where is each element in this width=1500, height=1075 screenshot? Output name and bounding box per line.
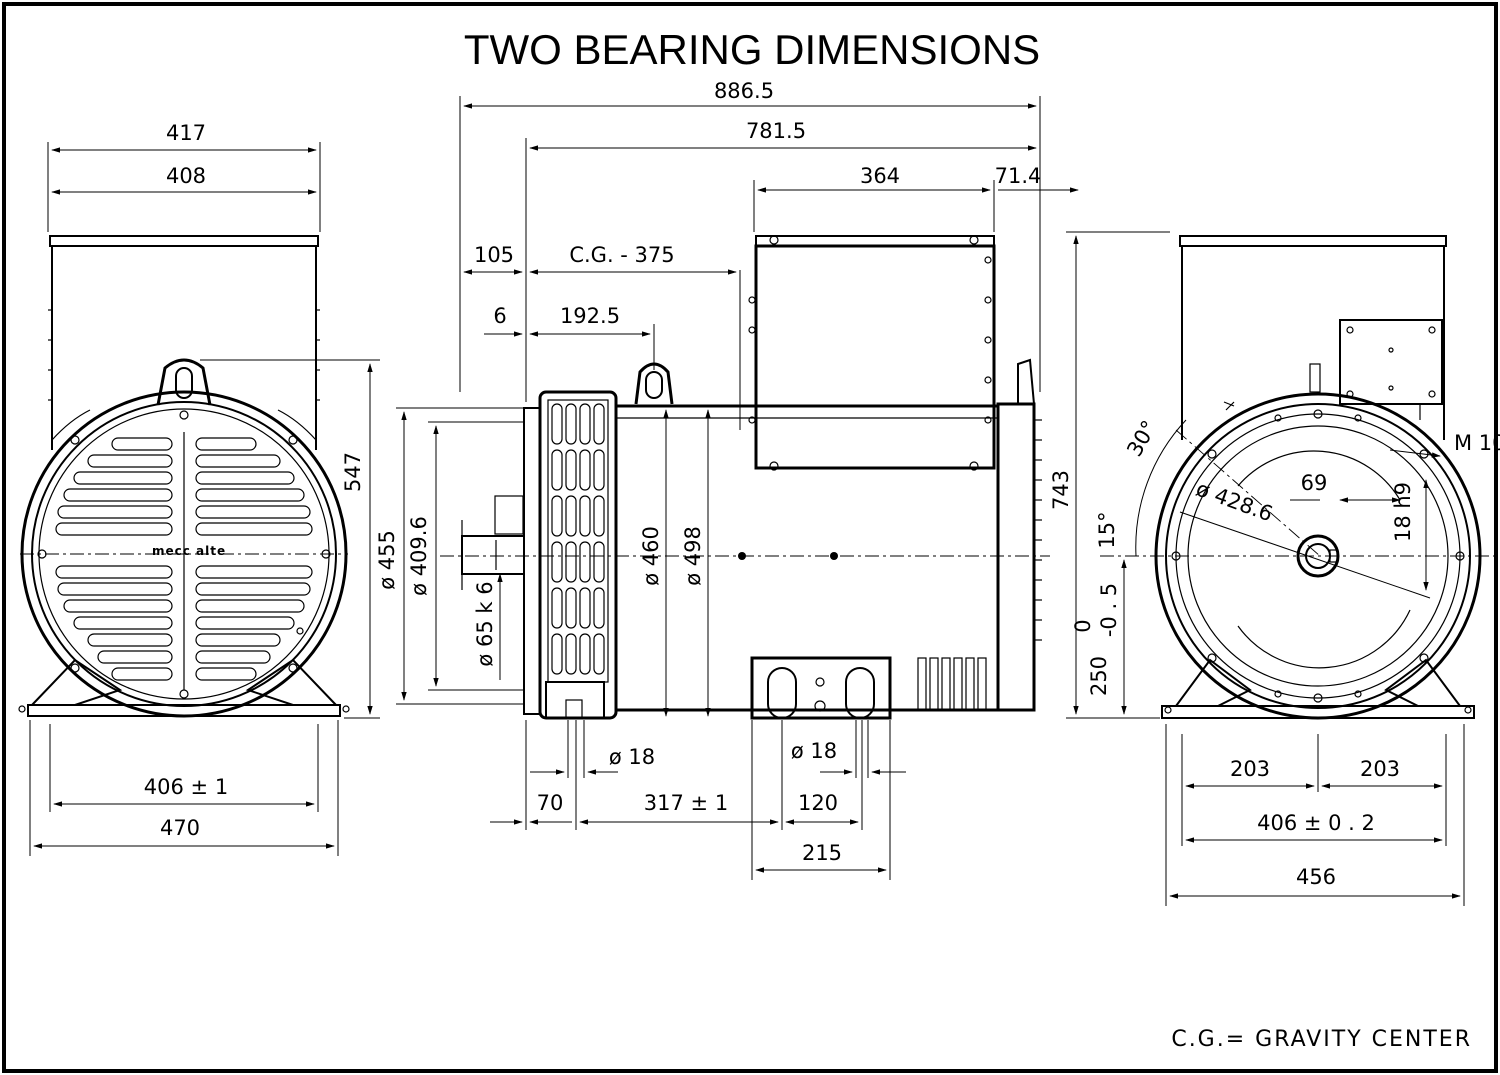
dim-456: 456 xyxy=(1296,865,1336,889)
dim-105: 105 xyxy=(474,243,514,267)
dim-408: 408 xyxy=(166,164,206,188)
dim-406-02: 406 ± 0 . 2 xyxy=(1257,811,1375,835)
gravity-center-note: C.G.= GRAVITY CENTER xyxy=(1171,1027,1472,1052)
dim-dia-65: ø 65 k 6 xyxy=(473,581,497,666)
dim-pcd-428-6: ø 428.6 xyxy=(1193,477,1276,527)
rear-view: 743 250 0 -0 . 5 30° 15° ø 428.6 69 18 h… xyxy=(1049,231,1500,906)
dim-192-5: 192.5 xyxy=(560,304,620,328)
dim-470: 470 xyxy=(160,816,200,840)
dim-tol-05: -0 . 5 xyxy=(1097,583,1121,637)
side-view: 886.5 781.5 364 71.4 105 C.G. - 375 6 19… xyxy=(375,79,1079,880)
dim-547: 547 xyxy=(341,452,365,492)
dim-dia-460: ø 460 xyxy=(639,526,663,586)
dim-886-5: 886.5 xyxy=(714,79,774,103)
angle-30: 30° xyxy=(1122,416,1161,460)
dim-215: 215 xyxy=(802,841,842,865)
dim-6: 6 xyxy=(493,304,506,328)
dim-70: 70 xyxy=(537,791,564,815)
angle-15: 15° xyxy=(1095,511,1119,548)
dim-406: 406 ± 1 xyxy=(144,775,228,799)
dim-dia-455: ø 455 xyxy=(375,530,399,590)
front-view: mecc alte 417 408 547 406 ± 1 470 xyxy=(18,121,380,856)
dim-364: 364 xyxy=(860,164,900,188)
dim-cg-375: C.G. - 375 xyxy=(569,243,674,267)
dim-m10: M 10 xyxy=(1454,431,1500,455)
dim-743: 743 xyxy=(1049,470,1073,510)
dim-417: 417 xyxy=(166,121,206,145)
drawing-title: TWO BEARING DIMENSIONS xyxy=(464,26,1040,73)
dim-hole-18-b: ø 18 xyxy=(791,739,837,763)
dim-18-h9: 18 h9 xyxy=(1391,482,1415,542)
dim-hole-18-a: ø 18 xyxy=(609,745,655,769)
dim-120: 120 xyxy=(798,791,838,815)
dim-250: 250 xyxy=(1087,656,1111,696)
dim-203-right: 203 xyxy=(1360,757,1400,781)
dim-781-5: 781.5 xyxy=(746,119,806,143)
dim-69: 69 xyxy=(1301,471,1328,495)
dim-71-4: 71.4 xyxy=(995,164,1042,188)
dim-317: 317 ± 1 xyxy=(644,791,728,815)
dim-203-left: 203 xyxy=(1230,757,1270,781)
dim-tol-0: 0 xyxy=(1071,619,1095,632)
dim-dia-409-6: ø 409.6 xyxy=(407,516,431,596)
dim-dia-498: ø 498 xyxy=(681,526,705,586)
brand-logo: mecc alte xyxy=(152,544,226,558)
